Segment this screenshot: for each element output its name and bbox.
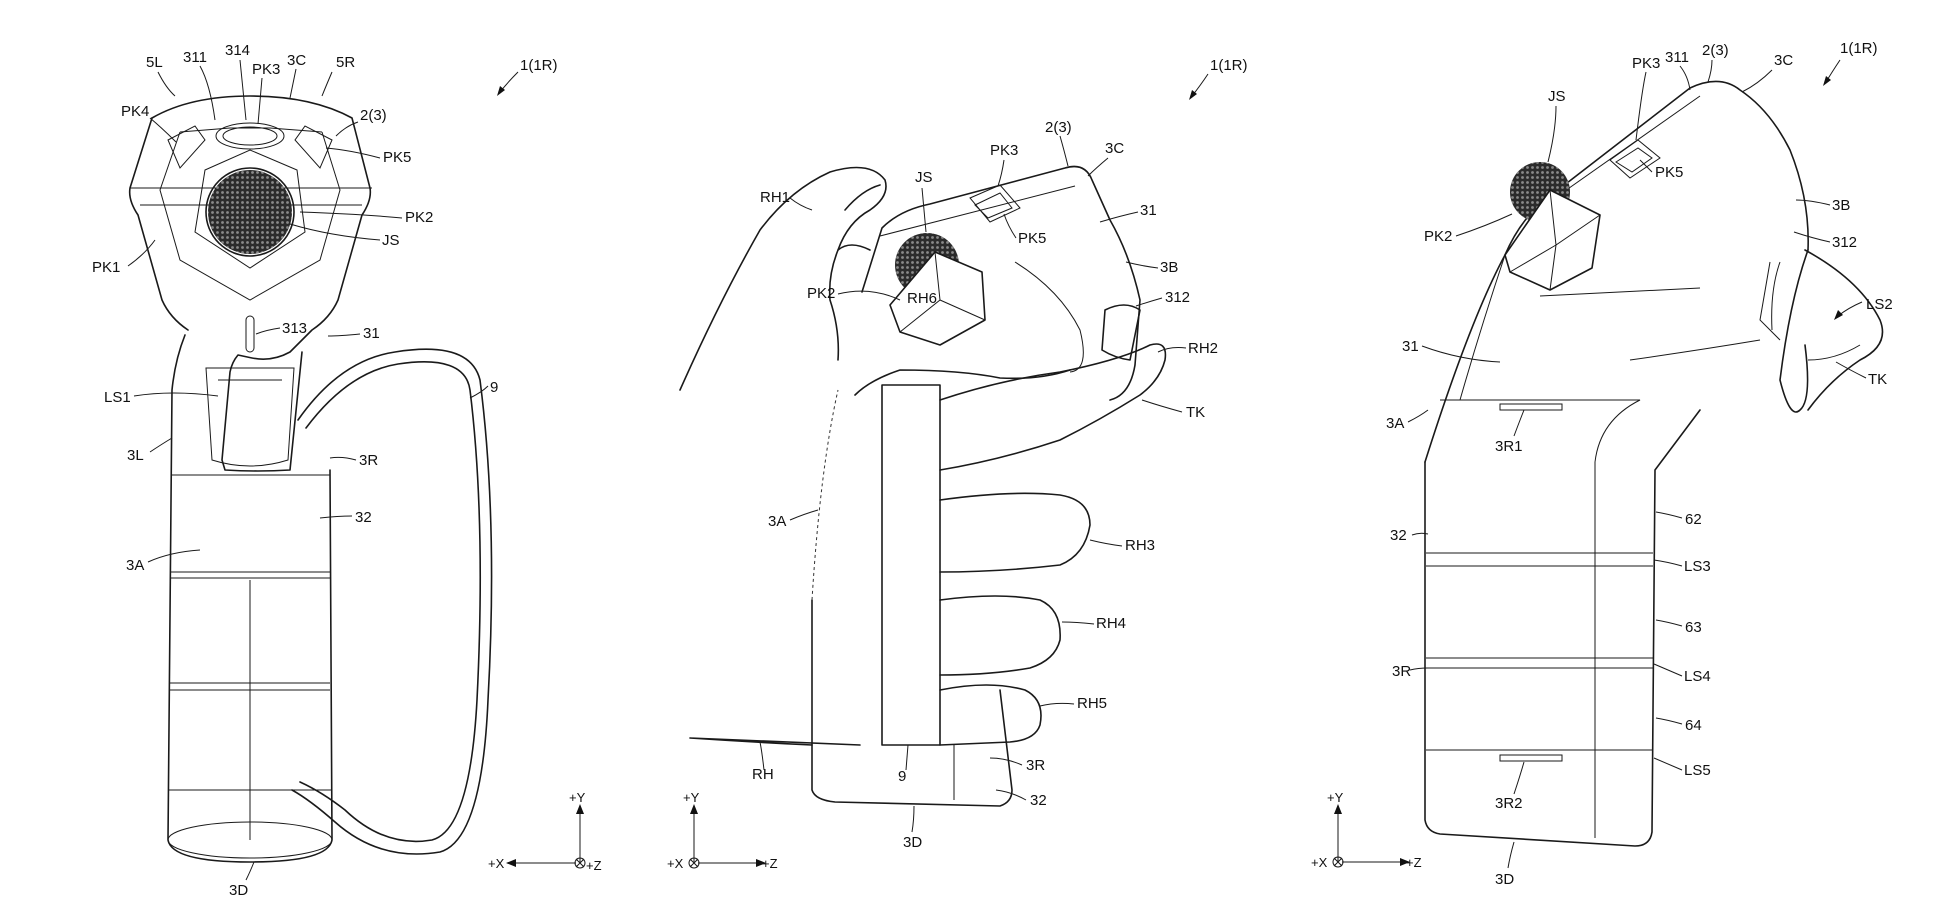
labels-fig2: 1(1R) 2(3) PK3 3C RH1 JS 31 PK5 3B PK2 R…	[752, 57, 1248, 851]
label-PK5: PK5	[1655, 164, 1683, 181]
label-PK3: PK3	[252, 61, 280, 78]
label-312: 312	[1832, 234, 1857, 251]
label-PK1: PK1	[92, 259, 120, 276]
label-JS: JS	[382, 232, 400, 249]
axes-fig2: +Y +X +Z	[667, 790, 778, 871]
axis-x-label: +X	[1311, 855, 1328, 870]
label-PK2: PK2	[1424, 228, 1452, 245]
label-63: 63	[1685, 619, 1702, 636]
label-9: 9	[898, 768, 906, 785]
label-RH3: RH3	[1125, 537, 1155, 554]
label-PK3: PK3	[1632, 55, 1660, 72]
label-3C: 3C	[287, 52, 306, 69]
label-3R2: 3R2	[1495, 795, 1523, 812]
label-3R1: 3R1	[1495, 438, 1523, 455]
label-5R: 5R	[336, 54, 355, 71]
label-PK4: PK4	[121, 103, 149, 120]
label-2-3: 2(3)	[1045, 119, 1072, 136]
ref-label: 1(1R)	[520, 57, 558, 74]
label-3D: 3D	[903, 834, 922, 851]
label-3R: 3R	[1392, 663, 1411, 680]
label-RH1: RH1	[760, 189, 790, 206]
side-view-hand	[679, 165, 1167, 807]
label-313: 313	[282, 320, 307, 337]
label-RH4: RH4	[1096, 615, 1126, 632]
label-RH6: RH6	[907, 290, 937, 307]
label-JS: JS	[915, 169, 933, 186]
label-RH2: RH2	[1188, 340, 1218, 357]
label-2-3: 2(3)	[360, 107, 387, 124]
label-3D: 3D	[229, 882, 248, 899]
label-3B: 3B	[1832, 197, 1850, 214]
axes-fig3: +Y +X +Z	[1311, 790, 1422, 870]
label-31: 31	[1402, 338, 1419, 355]
label-32: 32	[1390, 527, 1407, 544]
label-RH5: RH5	[1077, 695, 1107, 712]
axis-z-label: +Z	[586, 858, 602, 873]
labels-fig1: 1(1R) 5L 311 314 PK3 3C 5R PK4 2(3) PK5 …	[92, 42, 558, 899]
label-311: 311	[1665, 49, 1689, 66]
label-3A: 3A	[768, 513, 786, 530]
label-RH: RH	[752, 766, 774, 783]
axis-x-label: +X	[488, 856, 505, 871]
label-LS1: LS1	[104, 389, 131, 406]
label-32: 32	[1030, 792, 1047, 809]
label-311: 311	[183, 49, 207, 66]
label-3A: 3A	[126, 557, 144, 574]
labels-fig3: 1(1R) PK3 311 2(3) 3C JS PK5 3B PK2 312 …	[1386, 40, 1893, 888]
label-LS3: LS3	[1684, 558, 1711, 575]
label-31: 31	[363, 325, 380, 342]
axis-y-label: +Y	[683, 790, 700, 805]
ref-label: 1(1R)	[1840, 40, 1878, 57]
label-62: 62	[1685, 511, 1702, 528]
label-3D: 3D	[1495, 871, 1514, 888]
label-LS5: LS5	[1684, 762, 1711, 779]
label-3A: 3A	[1386, 415, 1404, 432]
ref-label: 1(1R)	[1210, 57, 1248, 74]
axis-y-label: +Y	[569, 790, 586, 805]
label-3L: 3L	[127, 447, 144, 464]
axis-x-label: +X	[667, 856, 684, 871]
label-PK3: PK3	[990, 142, 1018, 159]
label-3C: 3C	[1105, 140, 1124, 157]
label-LS4: LS4	[1684, 668, 1711, 685]
label-PK5: PK5	[1018, 230, 1046, 247]
label-TK: TK	[1868, 371, 1887, 388]
front-view	[128, 95, 493, 863]
label-312: 312	[1165, 289, 1190, 306]
label-2-3: 2(3)	[1702, 42, 1729, 59]
label-5L: 5L	[146, 54, 163, 71]
label-PK2: PK2	[807, 285, 835, 302]
side-view	[1424, 80, 1884, 847]
label-PK5: PK5	[383, 149, 411, 166]
label-3C: 3C	[1774, 52, 1793, 69]
axis-z-label: +Z	[1406, 855, 1422, 870]
label-314: 314	[225, 42, 250, 59]
label-LS2: LS2	[1866, 296, 1893, 313]
label-32: 32	[355, 509, 372, 526]
label-JS: JS	[1548, 88, 1566, 105]
label-31: 31	[1140, 202, 1157, 219]
label-3B: 3B	[1160, 259, 1178, 276]
label-9: 9	[490, 379, 498, 396]
label-64: 64	[1685, 717, 1702, 734]
axis-z-label: +Z	[762, 856, 778, 871]
label-PK2: PK2	[405, 209, 433, 226]
label-3R: 3R	[1026, 757, 1045, 774]
axis-y-label: +Y	[1327, 790, 1344, 805]
label-TK: TK	[1186, 404, 1205, 421]
label-3R: 3R	[359, 452, 378, 469]
axes-fig1: +Y +X +Z	[488, 790, 602, 873]
